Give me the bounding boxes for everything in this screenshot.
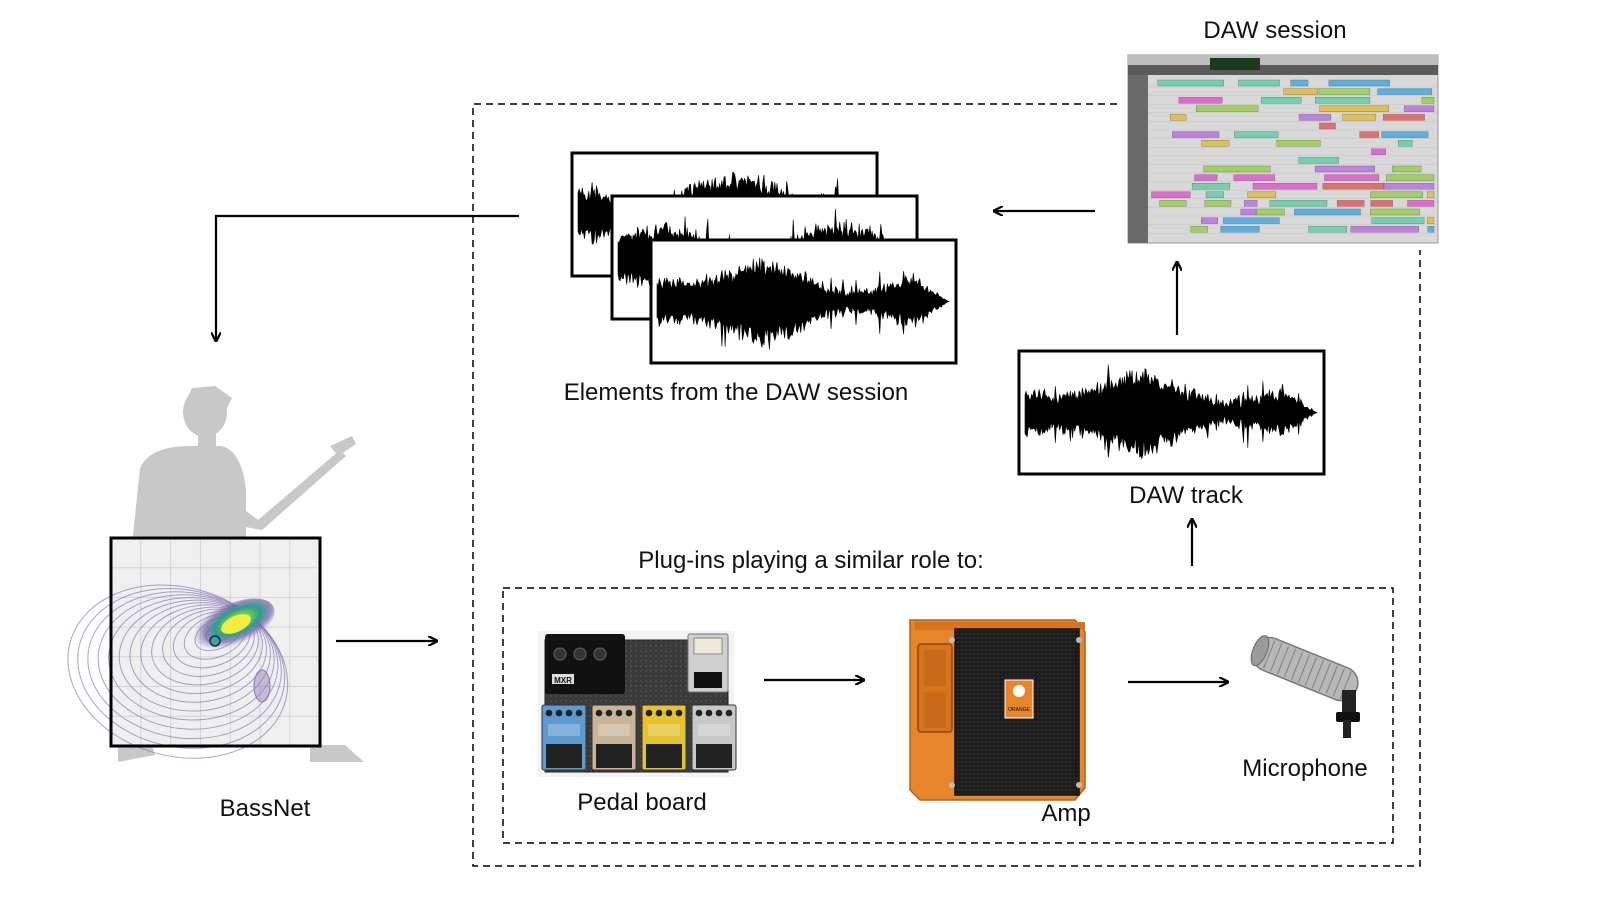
- elements-waveform-stack: [570, 151, 958, 365]
- amp-logo-text: ORANGE: [1008, 707, 1030, 713]
- element-waveform-3-trace: [656, 257, 950, 350]
- density-marker: [209, 635, 221, 647]
- bassnet-label: BassNet: [220, 795, 311, 822]
- daw-session-screenshot: [1127, 54, 1439, 244]
- daw-track-label: DAW track: [1129, 482, 1244, 509]
- amp-label: Amp: [1041, 800, 1090, 827]
- arrow-elements-to-bassnet: [216, 214, 519, 340]
- mxr-logo-text: MXR: [554, 676, 572, 685]
- outer-dashed-boundary: [472, 103, 1421, 867]
- pedal-board-image: MXR: [538, 631, 737, 777]
- elements-label: Elements from the DAW session: [564, 379, 909, 406]
- daw-session-label: DAW session: [1203, 17, 1346, 44]
- bass-player-silhouette: [118, 386, 364, 762]
- mxr-preamp-pedal: [545, 634, 625, 694]
- pedal-board-label: Pedal board: [577, 789, 706, 816]
- microphone-image: [1250, 635, 1360, 738]
- amp-image: ORANGE: [909, 619, 1086, 801]
- daw-session-clips: [1148, 79, 1436, 234]
- microphone-label: Microphone: [1242, 755, 1367, 782]
- plugins-dashed-box: [502, 587, 1394, 844]
- daw-track-waveform-trace: [1024, 364, 1318, 460]
- plugins-label: Plug-ins playing a similar role to:: [638, 547, 983, 574]
- bassnet-density-plot: [67, 536, 322, 759]
